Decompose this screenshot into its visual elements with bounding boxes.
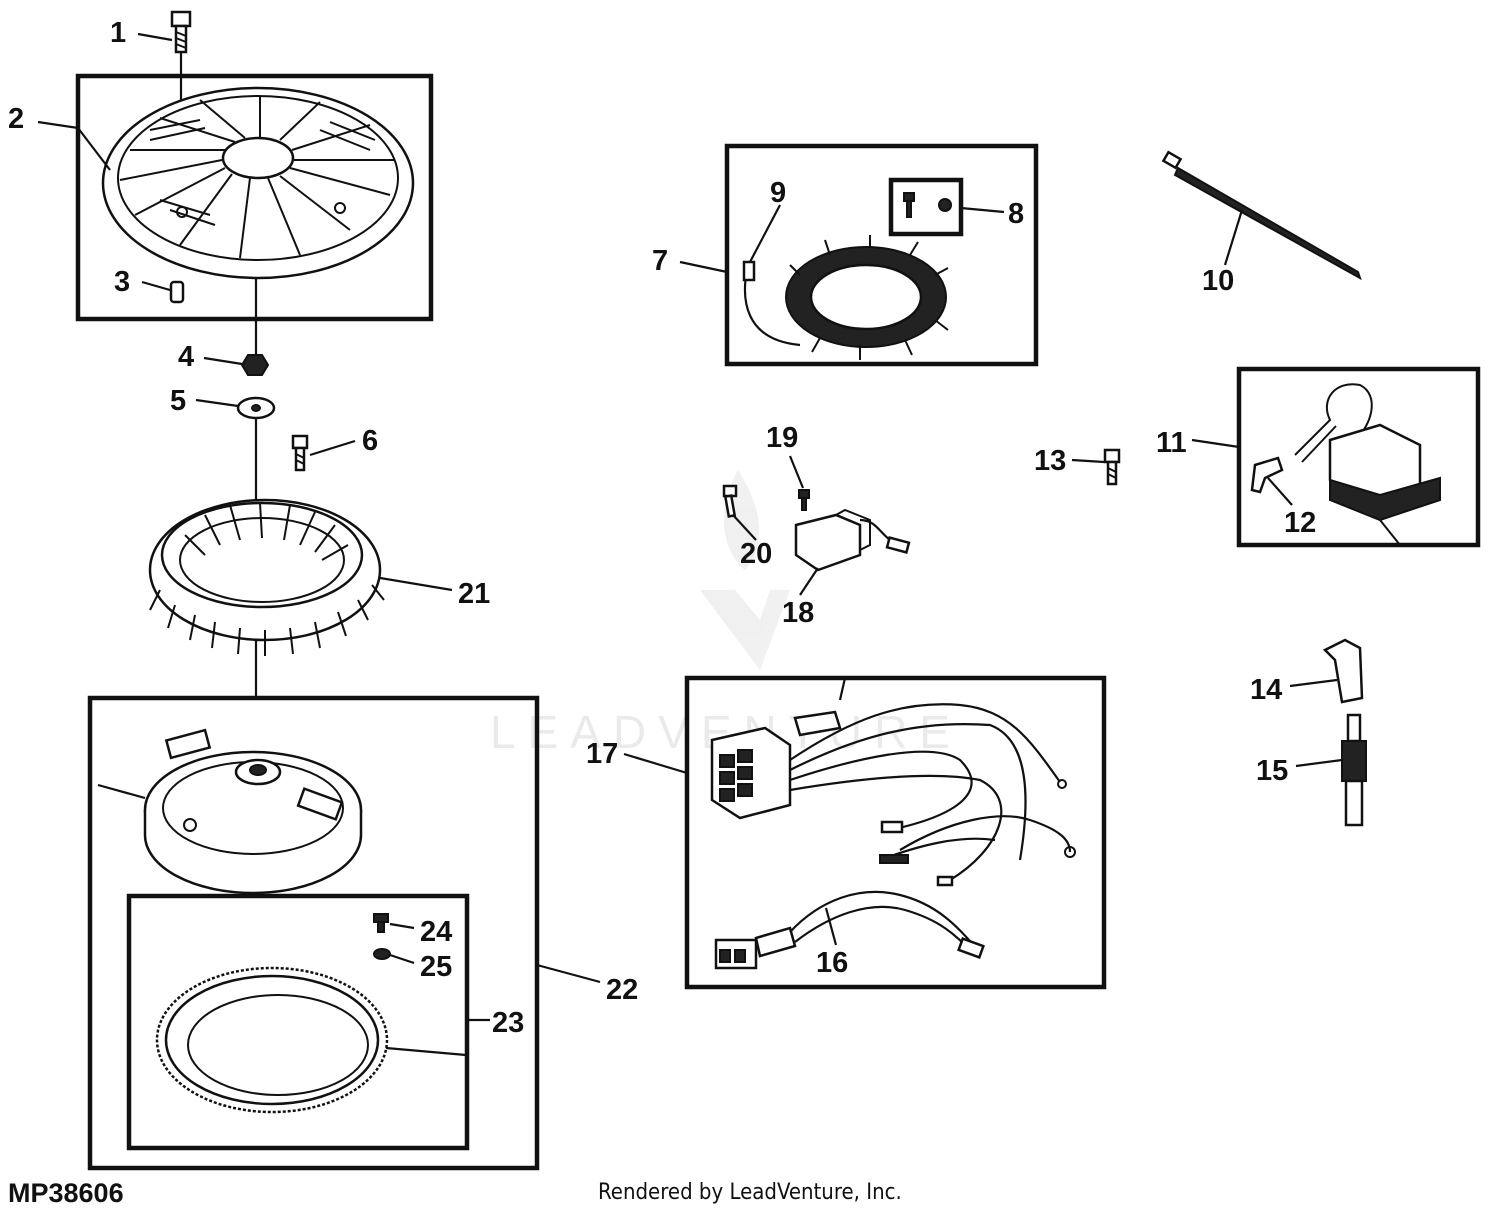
callout-7: 7 — [652, 245, 668, 277]
spark-plug-icon[interactable] — [1341, 713, 1367, 827]
callout-12: 12 — [1284, 507, 1316, 539]
box-ring-gear — [126, 893, 470, 1151]
callout-24: 24 — [420, 916, 452, 948]
callout-16: 16 — [816, 947, 848, 979]
callout-4: 4 — [178, 341, 194, 373]
nut-icon[interactable] — [240, 354, 270, 376]
callout-17: 17 — [586, 738, 618, 770]
nut-icon[interactable] — [938, 198, 952, 212]
regulator-module-icon[interactable] — [794, 508, 911, 572]
figure-id: MP38606 — [8, 1178, 124, 1208]
box-blower-housing — [75, 73, 434, 322]
callout-10: 10 — [1202, 265, 1234, 297]
callout-14: 14 — [1250, 674, 1282, 706]
nut-icon[interactable] — [373, 948, 391, 960]
bolt-icon[interactable] — [170, 10, 192, 54]
box-stator — [724, 143, 1039, 367]
bolt-icon[interactable] — [291, 434, 309, 472]
spark-plug-boot-icon[interactable] — [1322, 638, 1364, 704]
callout-2: 2 — [8, 103, 24, 135]
box-stator-hardware — [888, 177, 964, 237]
callout-23: 23 — [492, 1007, 524, 1039]
callout-15: 15 — [1256, 755, 1288, 787]
harness-connector-icon[interactable] — [714, 890, 985, 970]
watermark-logo — [700, 470, 790, 670]
callout-1: 1 — [110, 17, 126, 49]
box-ignition-coil — [1236, 366, 1481, 548]
callout-8: 8 — [1008, 198, 1024, 230]
screw-icon[interactable] — [373, 913, 389, 933]
box-wiring-harness — [684, 675, 1107, 990]
callout-21: 21 — [458, 578, 490, 610]
credit-text: Rendered by LeadVenture, Inc. — [598, 1180, 902, 1205]
ring-gear-icon[interactable] — [155, 966, 389, 1114]
blower-housing-icon[interactable] — [101, 86, 415, 280]
cable-tie-icon[interactable] — [1161, 150, 1362, 281]
screw-icon[interactable] — [903, 192, 915, 218]
callout-5: 5 — [170, 385, 186, 417]
callout-9: 9 — [770, 177, 786, 209]
screw-icon[interactable] — [798, 489, 810, 511]
callout-20: 20 — [740, 538, 772, 570]
clip-icon[interactable] — [1250, 456, 1284, 494]
washer-icon[interactable] — [236, 396, 276, 420]
callout-11: 11 — [1156, 427, 1187, 459]
callout-22: 22 — [606, 974, 638, 1006]
callout-13: 13 — [1034, 445, 1066, 477]
pin-icon[interactable] — [169, 280, 185, 304]
stator-icon[interactable] — [785, 235, 949, 360]
flywheel-icon[interactable] — [143, 728, 363, 895]
bolt-icon[interactable] — [1103, 448, 1121, 486]
bolt-icon[interactable] — [722, 484, 738, 518]
callout-6: 6 — [362, 425, 378, 457]
callout-3: 3 — [114, 266, 130, 298]
box-flywheel-assembly — [87, 695, 540, 1171]
wiring-harness-icon[interactable] — [710, 677, 1076, 887]
callout-25: 25 — [420, 951, 452, 983]
callout-19: 19 — [766, 422, 798, 454]
ignition-coil-icon[interactable] — [1294, 383, 1441, 546]
callout-18: 18 — [782, 597, 814, 629]
flywheel-fan-icon[interactable] — [148, 498, 385, 656]
